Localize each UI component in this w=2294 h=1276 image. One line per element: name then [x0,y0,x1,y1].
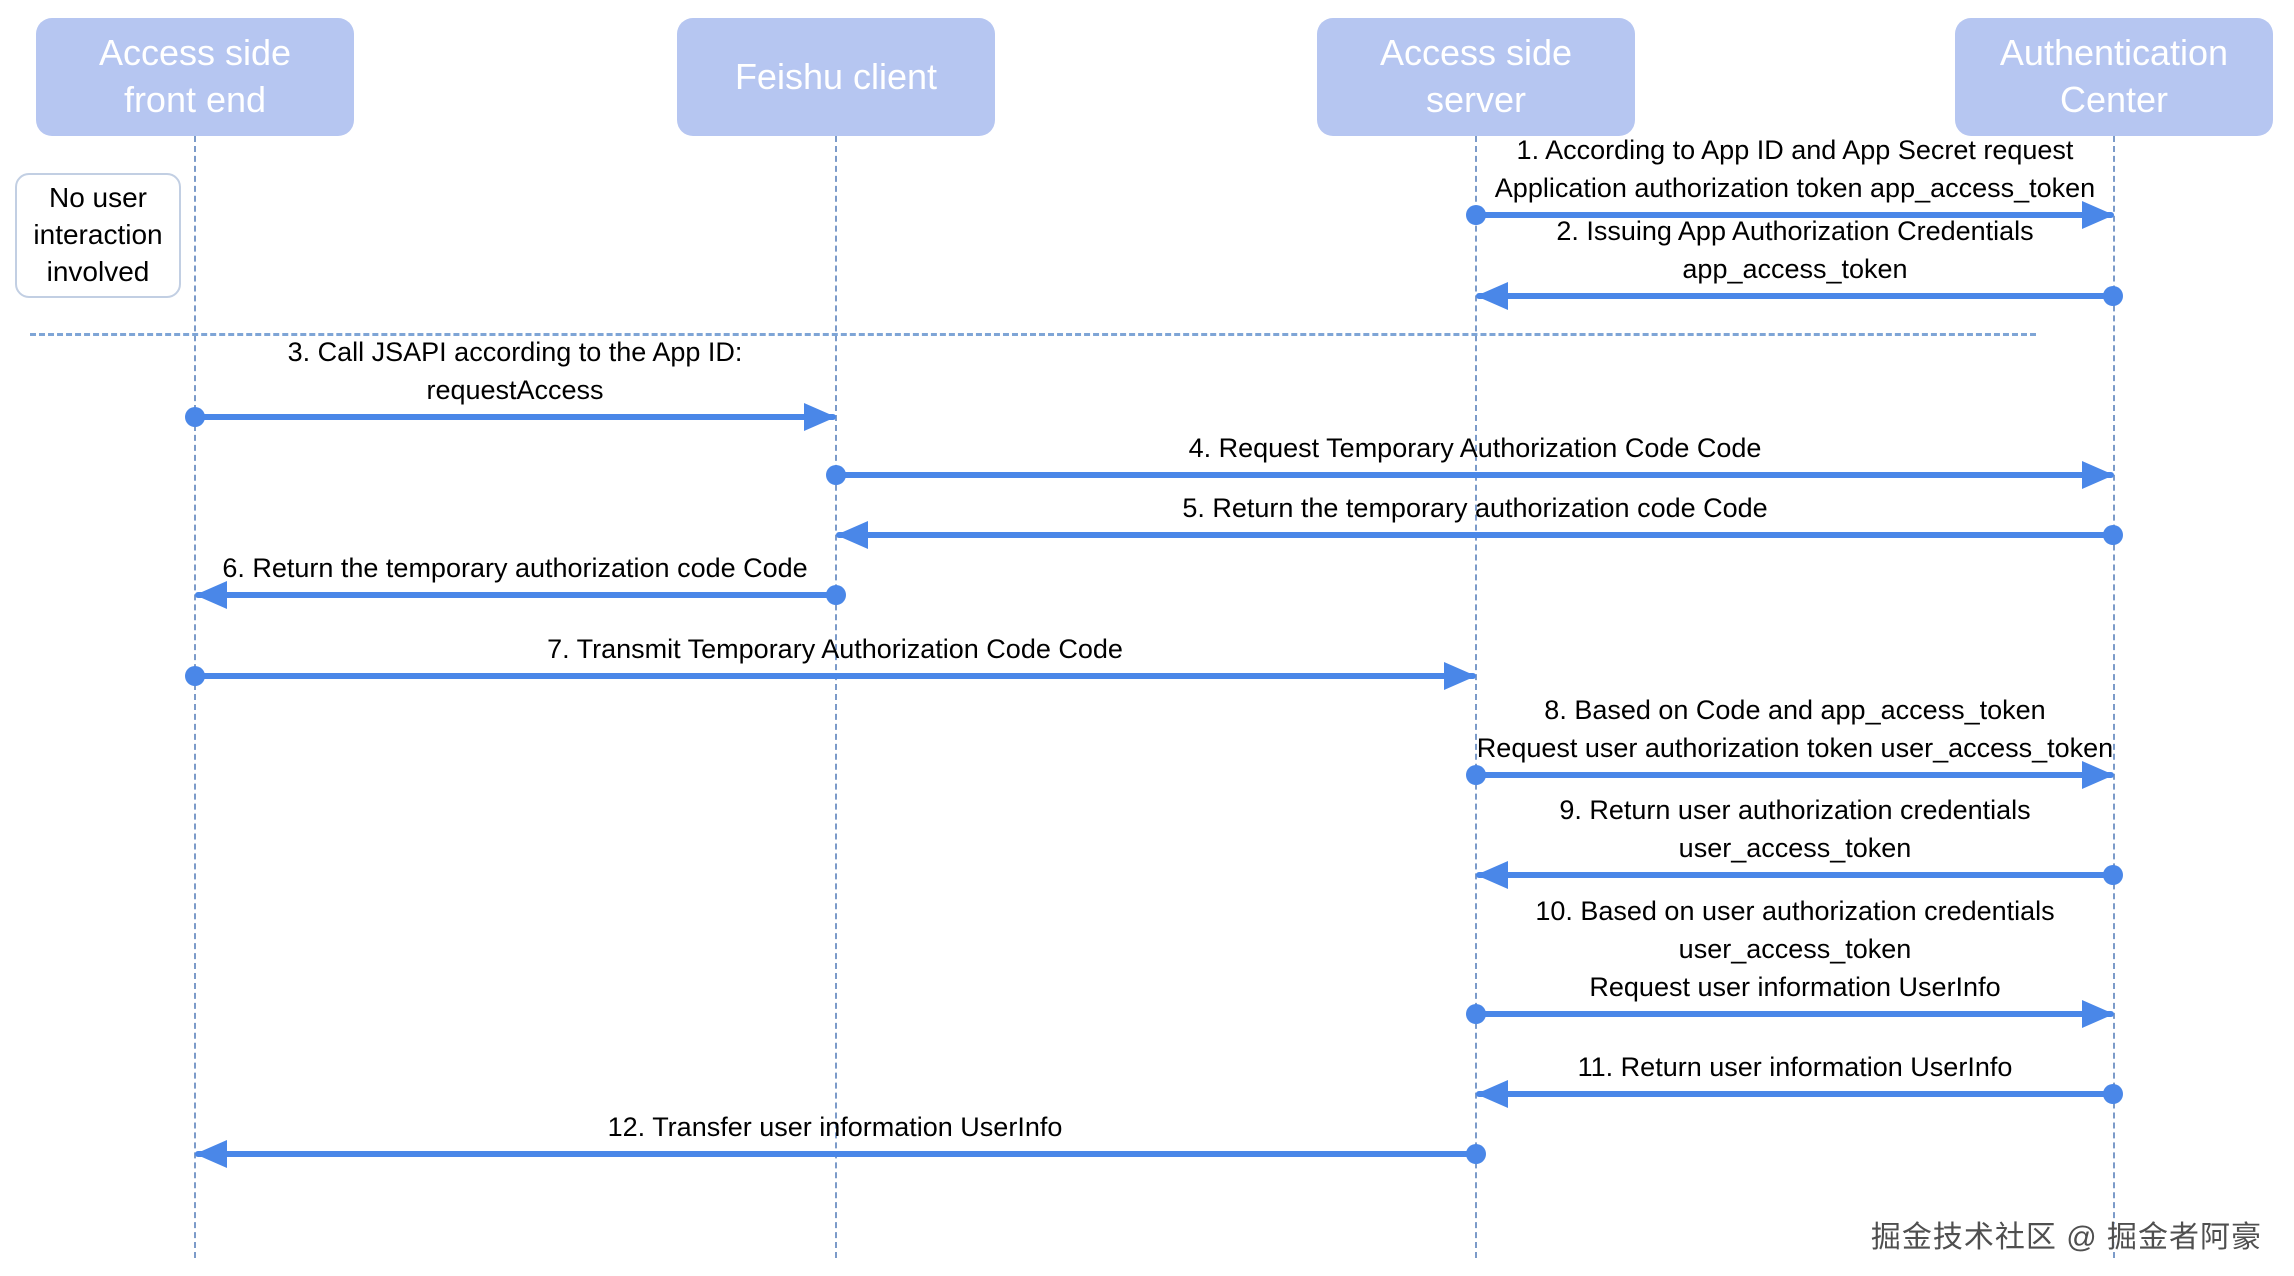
message-7-label: 7. Transmit Temporary Authorization Code… [547,634,1123,664]
message-8-line [1476,772,2114,778]
message-11-source-dot [2103,1084,2123,1104]
message-5-source-dot [2103,525,2123,545]
message-1-label: 1. According to App ID and App Secret re… [1494,135,2096,203]
message-7-line [195,673,1476,679]
message-6-line [195,592,836,598]
message-8-label: 8. Based on Code and app_access_token Re… [1476,695,2114,763]
message-2-arrowhead-icon [1476,282,1508,310]
message-6-label: 6. Return the temporary authorization co… [222,553,808,583]
actor-access-side-server: Access side server [1317,18,1635,136]
message-3-line [195,414,836,420]
message-5-line [836,532,2114,538]
actor-feishu-client: Feishu client [677,18,995,136]
message-1-line [1476,212,2114,218]
message-9-source-dot [2103,865,2123,885]
phase-separator-line [30,333,2036,336]
message-4-line [836,472,2114,478]
message-7-source-dot [185,666,205,686]
lifeline-feishu-client [835,136,837,1258]
message-12-arrowhead-icon [195,1140,227,1168]
message-10-source-dot [1466,1004,1486,1024]
message-12-label: 12. Transfer user information UserInfo [607,1112,1063,1142]
message-4-label: 4. Request Temporary Authorization Code … [1188,433,1762,463]
message-3-source-dot [185,407,205,427]
lifeline-authentication-center [2113,136,2115,1258]
message-5-label: 5. Return the temporary authorization co… [1182,493,1768,523]
message-11-line [1476,1091,2114,1097]
message-10-arrowhead-icon [2082,1000,2114,1028]
message-10-line [1476,1011,2114,1017]
lifeline-access-side-front-end [194,136,196,1258]
message-2-line [1476,293,2114,299]
message-11-arrowhead-icon [1476,1080,1508,1108]
message-9-label: 9. Return user authorization credentials… [1559,795,2031,863]
message-12-source-dot [1466,1144,1486,1164]
note-no-user-interaction: No user interaction involved [15,173,181,298]
message-11-label: 11. Return user information UserInfo [1577,1052,2013,1082]
message-5-arrowhead-icon [836,521,868,549]
message-7-arrowhead-icon [1444,662,1476,690]
actor-authentication-center: Authentication Center [1955,18,2273,136]
message-3-arrowhead-icon [804,403,836,431]
message-6-source-dot [826,585,846,605]
message-6-arrowhead-icon [195,581,227,609]
watermark-text: 掘金技术社区 @ 掘金者阿豪 [1870,1221,2262,1254]
actor-access-side-front-end: Access side front end [36,18,354,136]
message-12-line [195,1151,1476,1157]
message-9-line [1476,872,2114,878]
message-3-label: 3. Call JSAPI according to the App ID: r… [287,337,743,405]
message-8-arrowhead-icon [2082,761,2114,789]
message-2-source-dot [2103,286,2123,306]
message-4-arrowhead-icon [2082,461,2114,489]
message-4-source-dot [826,465,846,485]
message-1-arrowhead-icon [2082,201,2114,229]
message-1-source-dot [1466,205,1486,225]
message-10-label: 10. Based on user authorization credenti… [1535,896,2055,1002]
lifeline-access-side-server [1475,136,1477,1258]
message-2-label: 2. Issuing App Authorization Credentials… [1556,216,2034,284]
message-9-arrowhead-icon [1476,861,1508,889]
message-8-source-dot [1466,765,1486,785]
